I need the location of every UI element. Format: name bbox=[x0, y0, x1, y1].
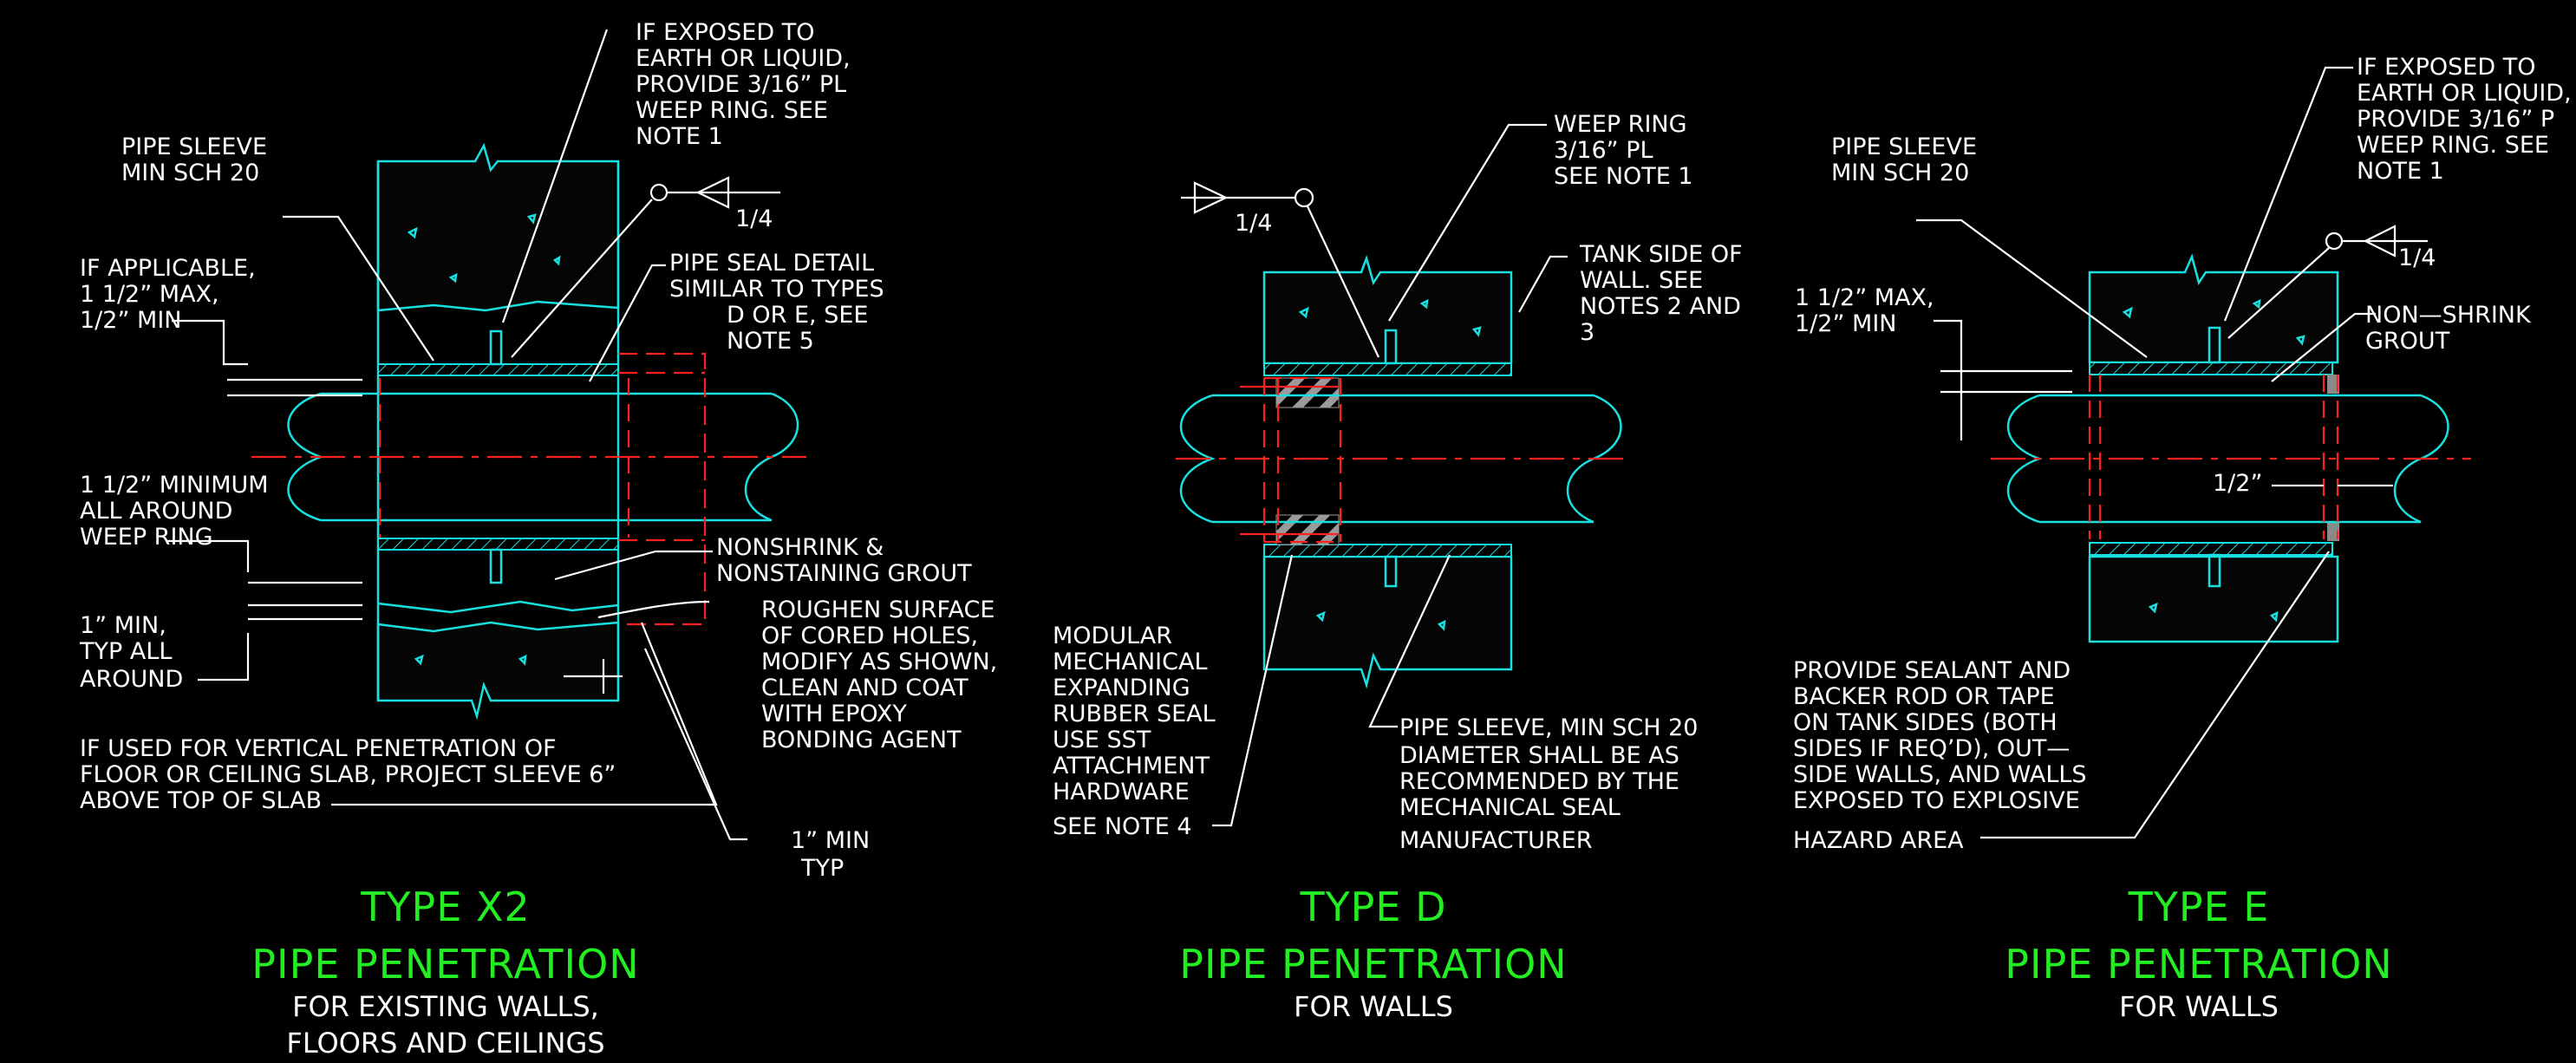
x2-weld-size: 1/4 bbox=[735, 205, 773, 232]
x2-note-weep-ring: IF EXPOSED TO EARTH OR LIQUID, PROVIDE 3… bbox=[636, 19, 858, 150]
x2-note-vertical: IF USED FOR VERTICAL PENETRATION OF FLOO… bbox=[80, 735, 623, 814]
x2-note-if-applicable: IF APPLICABLE, 1 1/2” MAX, 1/2” MIN bbox=[80, 255, 263, 334]
e-note-half-inch: 1/2” bbox=[2213, 470, 2262, 497]
pipe bbox=[1176, 376, 1632, 544]
e-caption-line-1: FOR WALLS bbox=[2119, 990, 2279, 1023]
wall-section bbox=[1262, 255, 1513, 689]
d-title: TYPE D bbox=[1299, 884, 1446, 930]
x2-subtitle: PIPE PENETRATION bbox=[251, 941, 639, 988]
x2-note-pipe-seal: PIPE SEAL DETAIL SIMILAR TO TYPES D OR E… bbox=[669, 250, 891, 355]
x2-title: TYPE X2 bbox=[360, 884, 530, 930]
e-note-pipe-sleeve: PIPE SLEEVE MIN SCH 20 bbox=[1831, 134, 1985, 186]
e-note-weep-ring: IF EXPOSED TO EARTH OR LIQUID, PROVIDE 3… bbox=[2357, 54, 2576, 185]
detail-type-d: 1/4 WEEP RING 3/16” PL SEE NOTE 1 TANK S… bbox=[1053, 111, 1750, 1023]
e-note-max-min: 1 1/2” MAX, 1/2” MIN bbox=[1795, 284, 1941, 337]
d-caption-line-1: FOR WALLS bbox=[1294, 990, 1453, 1023]
d-note-tank-side: TANK SIDE OF WALL. SEE NOTES 2 AND 3 bbox=[1579, 241, 1750, 346]
d-note-sleeve: PIPE SLEEVE, MIN SCH 20 DIAMETER SHALL B… bbox=[1399, 714, 1705, 854]
x2-note-minimum-around: 1 1/2” MINIMUM ALL AROUND WEEP RING bbox=[80, 472, 276, 551]
d-subtitle: PIPE PENETRATION bbox=[1179, 941, 1567, 988]
wall-section bbox=[2088, 253, 2339, 643]
x2-note-pipe-sleeve: PIPE SLEEVE MIN SCH 20 bbox=[121, 134, 275, 186]
e-note-sealant: PROVIDE SEALANT AND BACKER ROD OR TAPE O… bbox=[1793, 657, 2094, 854]
detail-type-e: 1/4 PIPE SLEEVE MIN SCH 20 IF EXPOSED TO… bbox=[1793, 54, 2576, 1023]
detail-type-x2: 1/4 PIPE SLEEVE MIN SCH 20 bbox=[79, 19, 1005, 1060]
e-subtitle: PIPE PENETRATION bbox=[2005, 941, 2392, 988]
x2-caption-line-1: FOR EXISTING WALLS, bbox=[292, 990, 599, 1023]
e-weld-size: 1/4 bbox=[2398, 245, 2436, 271]
d-weld-size: 1/4 bbox=[1235, 210, 1272, 237]
pipe bbox=[251, 378, 806, 538]
x2-note-min-typ: 1” MIN TYP bbox=[791, 827, 877, 882]
d-note-weep-ring: WEEP RING 3/16” PL SEE NOTE 1 bbox=[1554, 111, 1694, 190]
wall-section bbox=[376, 142, 620, 721]
d-note-modular: MODULAR MECHANICAL EXPANDING RUBBER SEAL… bbox=[1053, 623, 1223, 840]
e-leaders bbox=[1916, 66, 2393, 839]
x2-note-nonshrink: NONSHRINK & NONSTAINING GROUT bbox=[716, 534, 972, 587]
e-title: TYPE E bbox=[2128, 884, 2270, 930]
e-note-grout: NON—SHRINK GROUT bbox=[2365, 302, 2538, 355]
pipe bbox=[1991, 375, 2471, 539]
x2-caption-line-2: FLOORS AND CEILINGS bbox=[286, 1027, 604, 1060]
x2-leaders bbox=[166, 29, 747, 841]
x2-note-one-inch-min: 1” MIN, TYP ALL AROUND bbox=[79, 612, 183, 693]
x2-note-roughen: ROUGHEN SURFACE OF CORED HOLES, MODIFY A… bbox=[761, 597, 1005, 753]
d-leaders bbox=[1212, 123, 1568, 827]
